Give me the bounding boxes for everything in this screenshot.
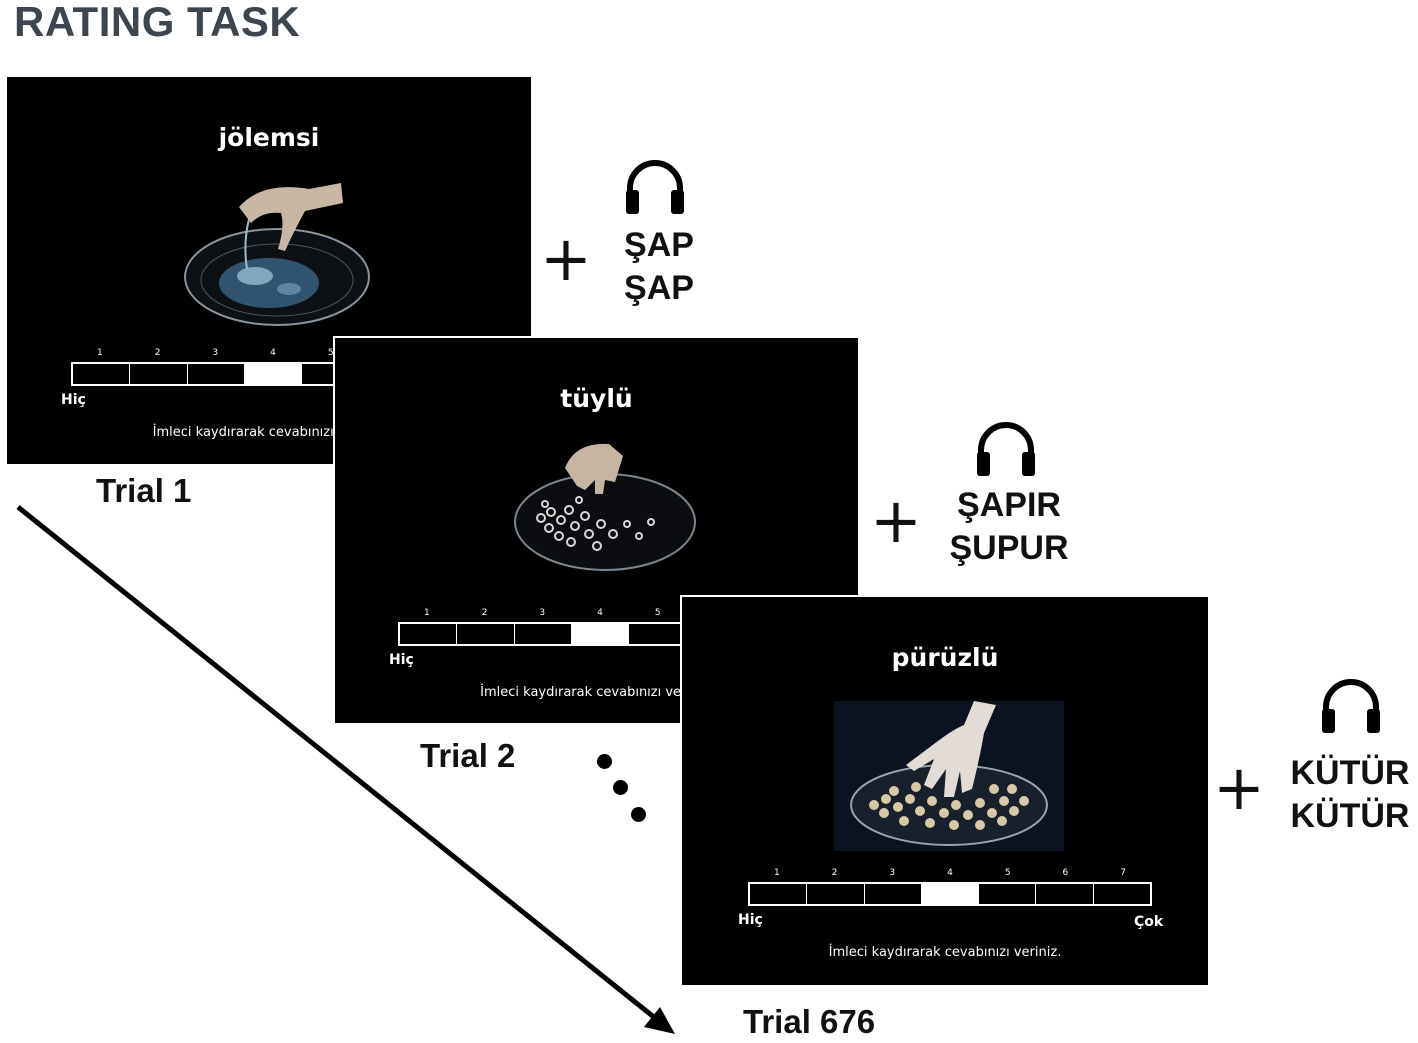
anchor-right: Çok — [1134, 914, 1164, 930]
rating-cell-selected[interactable] — [921, 884, 980, 904]
scale-number: 1 — [423, 608, 430, 618]
sound-word-line: ŞAP — [624, 269, 694, 307]
rating-cell-selected[interactable] — [244, 364, 303, 384]
anchor-left: Hiç — [61, 392, 86, 408]
rating-cell[interactable] — [864, 884, 922, 904]
ellipsis-dot — [597, 754, 612, 769]
sound-word-line: ŞAPIR — [957, 486, 1061, 524]
instruction-text: İmleci kaydırarak cevabınızı veriniz. — [828, 945, 1062, 960]
hand-chickpeas-photo — [834, 701, 1064, 851]
anchor-left: Hiç — [389, 652, 414, 668]
rating-cell[interactable] — [457, 624, 515, 644]
scale-number: 7 — [1120, 868, 1127, 878]
stimulus-word: pürüzlü — [891, 643, 999, 672]
trial-1-screen: jölemsi 1 2 3 4 5 6 7 Hiç Çok İmleci kay… — [5, 75, 533, 466]
page-title: RATING TASK — [14, 0, 301, 45]
sound-word-line: ŞUPUR — [949, 529, 1069, 567]
scale-number: 4 — [270, 348, 276, 358]
rating-cell[interactable] — [130, 364, 188, 384]
sound-word: KÜTÜR KÜTÜR — [1282, 752, 1418, 838]
scale-number: 3 — [212, 348, 219, 358]
instruction-text: İmleci kaydırarak cevabınızı veriniz. — [480, 685, 713, 700]
sound-word-line: KÜTÜR — [1290, 754, 1410, 792]
scale-number: 1 — [96, 348, 103, 358]
scale-number: 4 — [947, 868, 953, 878]
rating-cell[interactable] — [73, 364, 131, 384]
rating-cell[interactable] — [1036, 884, 1094, 904]
rating-slider[interactable] — [748, 882, 1152, 906]
plus-sign: + — [1213, 751, 1265, 824]
plus-sign: + — [870, 484, 922, 557]
scale-number: 5 — [1004, 868, 1011, 878]
plus-sign: + — [540, 222, 592, 295]
headphones-icon — [626, 160, 684, 214]
scale-number: 5 — [327, 348, 334, 358]
trial-676-label: Trial 676 — [743, 1003, 876, 1040]
scale-number: 3 — [539, 608, 546, 618]
trial-2-label: Trial 2 — [420, 737, 516, 774]
anchor-left: Hiç — [738, 912, 763, 928]
stimulus-word: jölemsi — [218, 123, 320, 152]
scale-numbers: 1 2 3 4 5 6 7 — [748, 868, 1152, 880]
scale-number: 5 — [654, 608, 661, 618]
scale-number: 2 — [154, 348, 161, 358]
ellipsis-dot — [631, 807, 646, 822]
scale-number: 2 — [831, 868, 838, 878]
sound-word-line: KÜTÜR — [1290, 797, 1410, 835]
rating-cell[interactable] — [629, 624, 687, 644]
scale-number: 2 — [481, 608, 488, 618]
trial-676-screen: pürüzlü 1 2 3 4 5 6 7 Hiç Çok İm — [680, 595, 1210, 987]
rating-cell[interactable] — [979, 884, 1037, 904]
rating-cell[interactable] — [1093, 884, 1150, 904]
scale-number: 1 — [773, 868, 780, 878]
sound-word-line: ŞAP — [624, 226, 694, 264]
instruction-text: İmleci kaydırarak cevabınızı veriniz. — [152, 425, 386, 440]
rating-cell[interactable] — [514, 624, 572, 644]
sound-word: ŞAP ŞAP — [600, 224, 718, 310]
ellipsis-dot — [613, 780, 628, 795]
rating-cell[interactable] — [807, 884, 865, 904]
rating-cell[interactable] — [750, 884, 808, 904]
scale-number: 6 — [1062, 868, 1069, 878]
scale-number: 3 — [889, 868, 896, 878]
trial-1-label: Trial 1 — [96, 472, 192, 509]
headphones-icon — [1322, 679, 1380, 733]
trial-2-screen: tüylü 1 2 3 4 5 6 7 Hiç Çok İmleci kaydı… — [333, 336, 860, 725]
hand-jelly-photo — [184, 183, 370, 326]
stimulus-word: tüylü — [560, 384, 633, 413]
rating-cell[interactable] — [187, 364, 245, 384]
rating-cell-selected[interactable] — [571, 624, 630, 644]
headphones-icon — [977, 422, 1035, 476]
sound-word: ŞAPIR ŞUPUR — [940, 484, 1078, 570]
rating-cell[interactable] — [400, 624, 458, 644]
scale-number: 4 — [597, 608, 603, 618]
hand-beads-photo — [514, 443, 696, 571]
